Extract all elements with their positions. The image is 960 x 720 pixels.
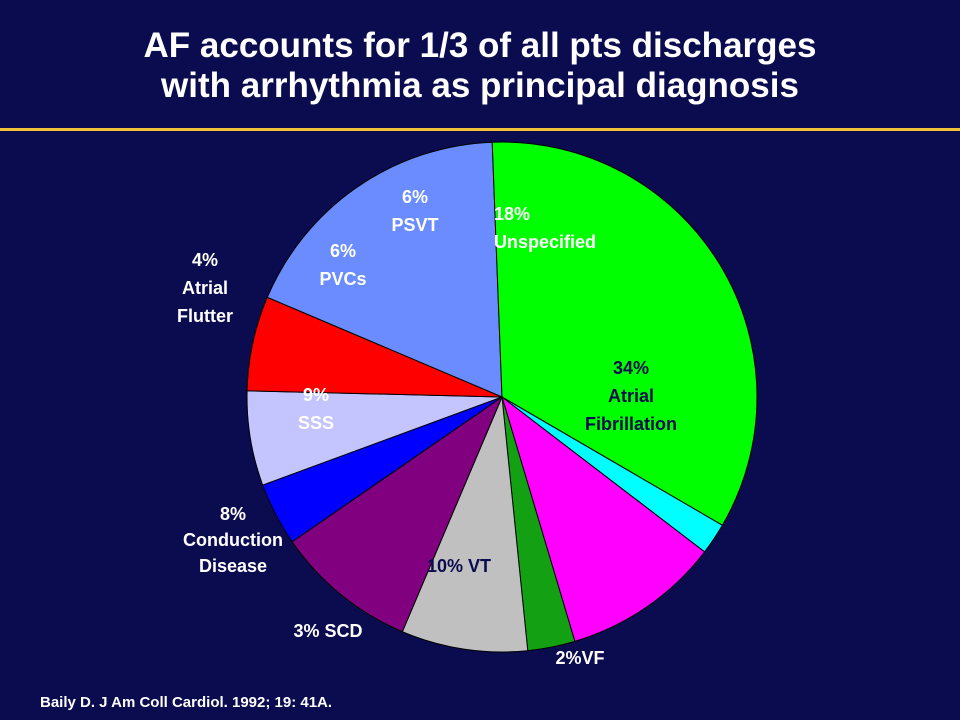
slice-label-line: SSS xyxy=(298,413,334,433)
slice-label-2: 2%VF xyxy=(555,648,604,668)
slice-label-line: 9% xyxy=(303,385,329,405)
slice-label-line: Flutter xyxy=(177,306,233,326)
chart-title: AF accounts for 1/3 of all pts discharge… xyxy=(0,26,960,106)
title-divider xyxy=(0,128,960,131)
title-line-2: with arrhythmia as principal diagnosis xyxy=(161,66,799,105)
slice-label-line: 3% SCD xyxy=(293,621,362,641)
citation: Baily D. J Am Coll Cardiol. 1992; 19: 41… xyxy=(40,694,333,711)
slice-label-line: 2%VF xyxy=(555,648,604,668)
slice-label-line: 10% VT xyxy=(427,556,491,576)
slice-label-8: 6% PVCs xyxy=(319,241,366,289)
pie-slices xyxy=(246,141,758,653)
pie-slice-3 xyxy=(501,395,706,642)
slice-label-line: 4% xyxy=(192,250,218,270)
slice-label-line: Atrial xyxy=(182,278,228,298)
pie-slice-6 xyxy=(291,395,504,633)
slice-label-0: 18% Unspecified xyxy=(494,204,596,252)
pie-slice-9 xyxy=(246,296,503,398)
slice-label-line: 6% xyxy=(330,241,356,261)
slice-label-line: Conduction xyxy=(183,530,283,550)
title-line-1: AF accounts for 1/3 of all pts discharge… xyxy=(143,26,817,65)
pie-slice-5 xyxy=(401,396,529,653)
slice-label-9: 6% PSVT xyxy=(391,187,438,235)
slice-label-line: PSVT xyxy=(391,215,438,235)
slice-label-line: 18% xyxy=(494,204,530,224)
slice-label-6: 9% SSS xyxy=(298,385,334,433)
slice-label-line: Unspecified xyxy=(494,232,596,252)
slice-label-line: PVCs xyxy=(319,269,366,289)
pie-slice-0 xyxy=(266,141,503,398)
slice-label-line: Atrial xyxy=(608,386,654,406)
slice-label-line: Disease xyxy=(199,556,267,576)
slice-label-4: 3% SCD xyxy=(293,621,362,641)
slice-label-line: 8% xyxy=(220,504,246,524)
slice-label-3: 10% VT xyxy=(427,556,491,576)
slice-label-line: Fibrillation xyxy=(585,414,677,434)
slice-label-line: 6% xyxy=(402,187,428,207)
slice-label-line: 34% xyxy=(613,358,649,378)
